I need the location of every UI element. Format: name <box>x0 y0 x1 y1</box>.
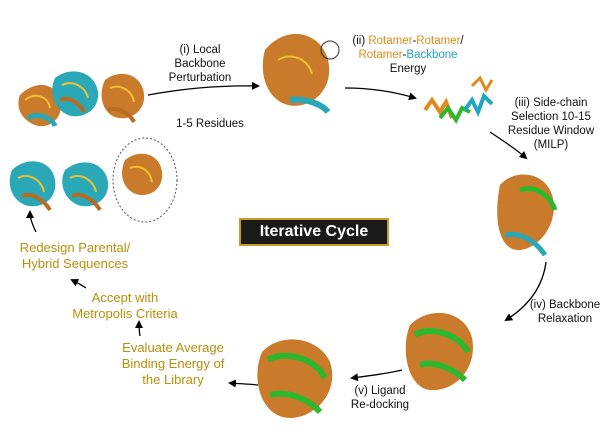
arrow-evaluate-to-accept <box>135 320 144 337</box>
step-backbone-relaxation-label: (iv) Backbone Relaxation <box>529 299 601 325</box>
protein-structure-perturbed <box>262 33 340 115</box>
protein-library-cluster <box>9 71 178 223</box>
arrow-energy-to-selection <box>489 131 528 160</box>
arrow-redesign-to-library <box>26 210 37 233</box>
step-residue-count-label: 1-5 Residues <box>176 118 244 130</box>
protein-structure-4 <box>9 161 56 212</box>
protein-structure-5 <box>62 162 109 212</box>
evaluate-binding-energy-label: Evaluate Average Binding Energy of the L… <box>121 340 225 387</box>
step-rotamer-energy-label: (ii) Rotamer-Rotamer/ Rotamer-Backbone E… <box>352 35 464 75</box>
protein-structure-side-chain <box>497 174 558 257</box>
step-local-backbone-perturbation-label: (i) Local Backbone Perturbation <box>168 44 232 84</box>
step-ligand-redocking-label: (v) Ligand Re-docking <box>350 385 410 411</box>
protein-structure-2 <box>52 71 99 117</box>
side-chain-structures <box>423 75 494 124</box>
arrow-accept-to-redesign <box>70 279 87 289</box>
highlight-circle <box>320 40 340 60</box>
arrow-library-to-perturbation <box>147 81 260 96</box>
protein-structure-3 <box>101 73 145 124</box>
protein-structure-redocked <box>257 339 333 418</box>
protein-structure-relaxed <box>405 312 473 391</box>
protein-structure-selected <box>122 153 163 196</box>
cycle-arrows <box>26 81 547 388</box>
protein-structure-1 <box>18 84 61 128</box>
arrow-relaxation-to-redocking <box>350 369 403 382</box>
selection-ellipse <box>112 137 178 223</box>
iterative-cycle-title: Iterative Cycle <box>239 218 389 246</box>
arrow-selection-to-relaxation <box>504 261 547 322</box>
accept-metropolis-label: Accept with Metropolis Criteria <box>72 290 178 321</box>
arrow-redocking-to-evaluate <box>228 379 259 388</box>
step-side-chain-selection-label: (iii) Side-chain Selection 10-15 Residue… <box>507 97 595 151</box>
redesign-sequences-label: Redesign Parental/ Hybrid Sequences <box>19 240 131 271</box>
arrow-perturbation-to-energy <box>344 87 417 101</box>
